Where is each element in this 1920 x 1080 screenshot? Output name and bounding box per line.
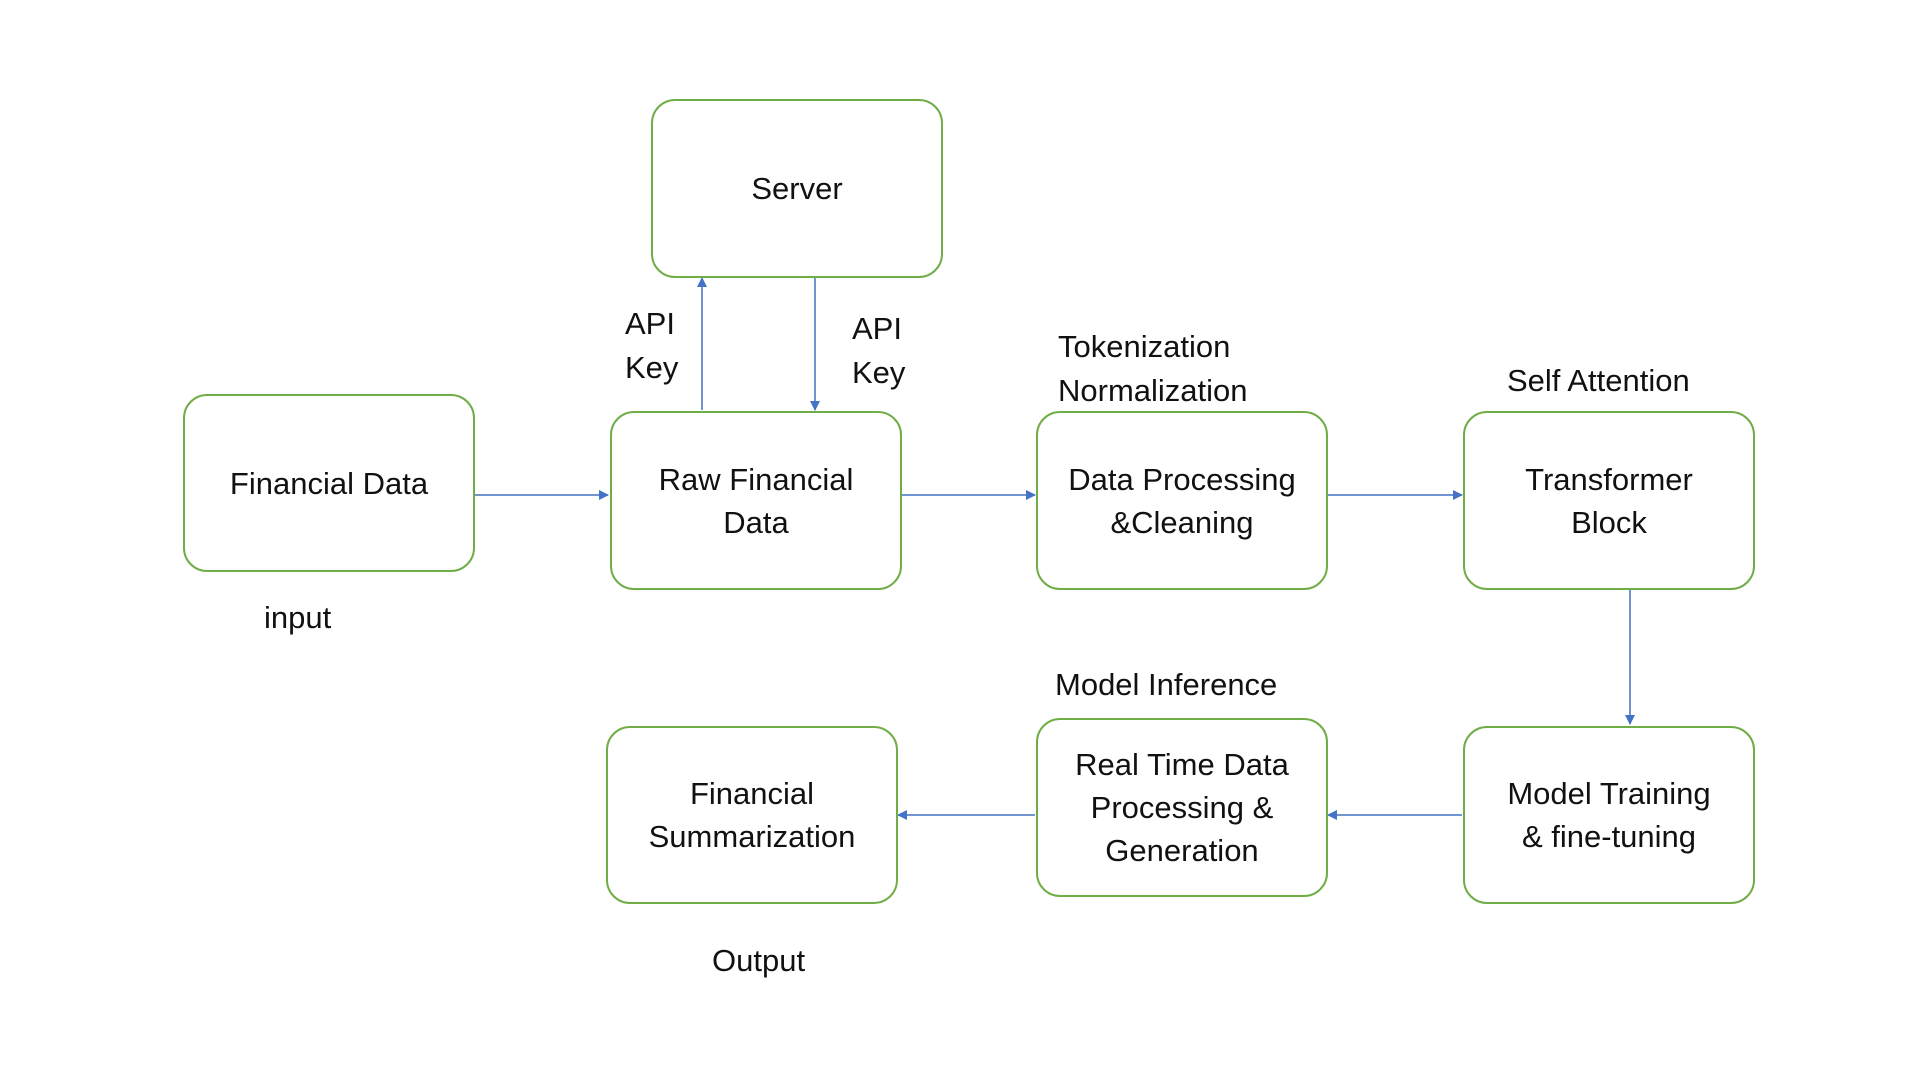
data-processing-node: Data Processing &Cleaning <box>1036 411 1328 590</box>
financial-summarization-node: Financial Summarization <box>606 726 898 904</box>
server-text: Server <box>751 171 843 206</box>
server-node: Server <box>651 99 943 278</box>
raw-financial-data-node: Raw Financial Data <box>610 411 902 590</box>
input-label: input <box>264 600 332 635</box>
real-time-processing-node: Real Time Data Processing & Generation <box>1036 718 1328 897</box>
api-key-up-label: API Key <box>625 306 679 385</box>
model-training-node: Model Training & fine-tuning <box>1463 726 1755 904</box>
transformer-block-text: Transformer Block <box>1525 461 1693 540</box>
financial-data-text: Financial Data <box>229 465 429 501</box>
financial-data-node: Financial Data <box>183 394 475 572</box>
raw-financial-data-text: Raw Financial Data <box>658 461 854 540</box>
financial-summarization-text: Financial Summarization <box>648 776 856 854</box>
model-training-text: Model Training & fine-tuning <box>1507 776 1711 854</box>
api-key-down-label: API Key <box>852 311 906 390</box>
real-time-processing-text: Real Time Data Processing & Generation <box>1075 747 1289 868</box>
tokenization-label: Tokenization Normalization <box>1058 329 1248 408</box>
output-label: Output <box>712 943 806 978</box>
data-processing-text: Data Processing &Cleaning <box>1068 461 1296 540</box>
transformer-block-node: Transformer Block <box>1463 411 1755 590</box>
self-attention-label: Self Attention <box>1507 363 1690 398</box>
model-inference-label: Model Inference <box>1055 667 1278 702</box>
